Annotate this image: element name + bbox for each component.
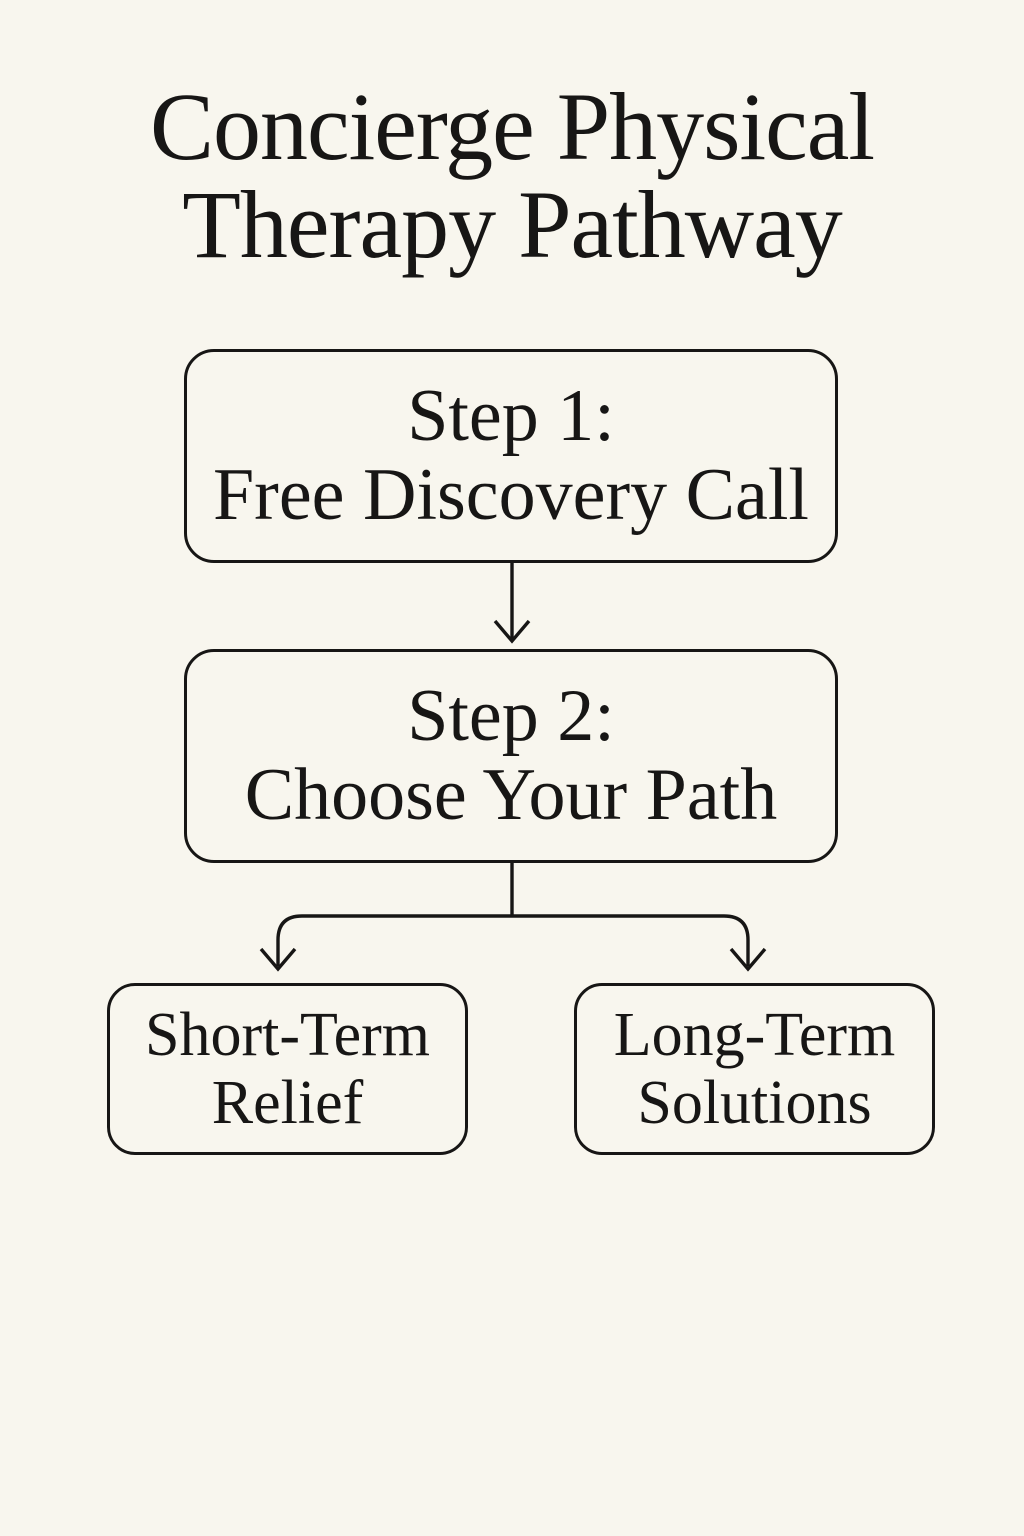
- node-long-term-label-1: Long-Term: [613, 1000, 896, 1069]
- node-short-term-relief: Short-Term Relief: [107, 983, 468, 1155]
- page-title: Concierge Physical Therapy Pathway: [0, 78, 1024, 274]
- title-line-2: Therapy Pathway: [182, 170, 842, 278]
- node-long-term-label-2: Solutions: [637, 1069, 872, 1137]
- node-long-term-solutions: Long-Term Solutions: [574, 983, 935, 1155]
- node-step1-sublabel: Free Discovery Call: [213, 454, 809, 536]
- node-step2: Step 2: Choose Your Path: [184, 649, 838, 863]
- node-step1: Step 1: Free Discovery Call: [184, 349, 838, 563]
- node-short-term-label-1: Short-Term: [145, 1000, 430, 1069]
- node-step2-sublabel: Choose Your Path: [244, 754, 778, 836]
- node-step1-label: Step 1:: [407, 374, 615, 457]
- title-line-1: Concierge Physical: [149, 73, 875, 180]
- node-short-term-label-2: Relief: [211, 1069, 364, 1137]
- node-step2-label: Step 2:: [407, 674, 615, 757]
- branch-right-line: [512, 914, 750, 966]
- branch-left-line: [276, 914, 512, 966]
- arrow-to-long-term-head-icon: [729, 947, 767, 972]
- arrow-step1-to-step2-head-icon: [493, 619, 531, 644]
- arrow-to-short-term-head-icon: [259, 947, 297, 972]
